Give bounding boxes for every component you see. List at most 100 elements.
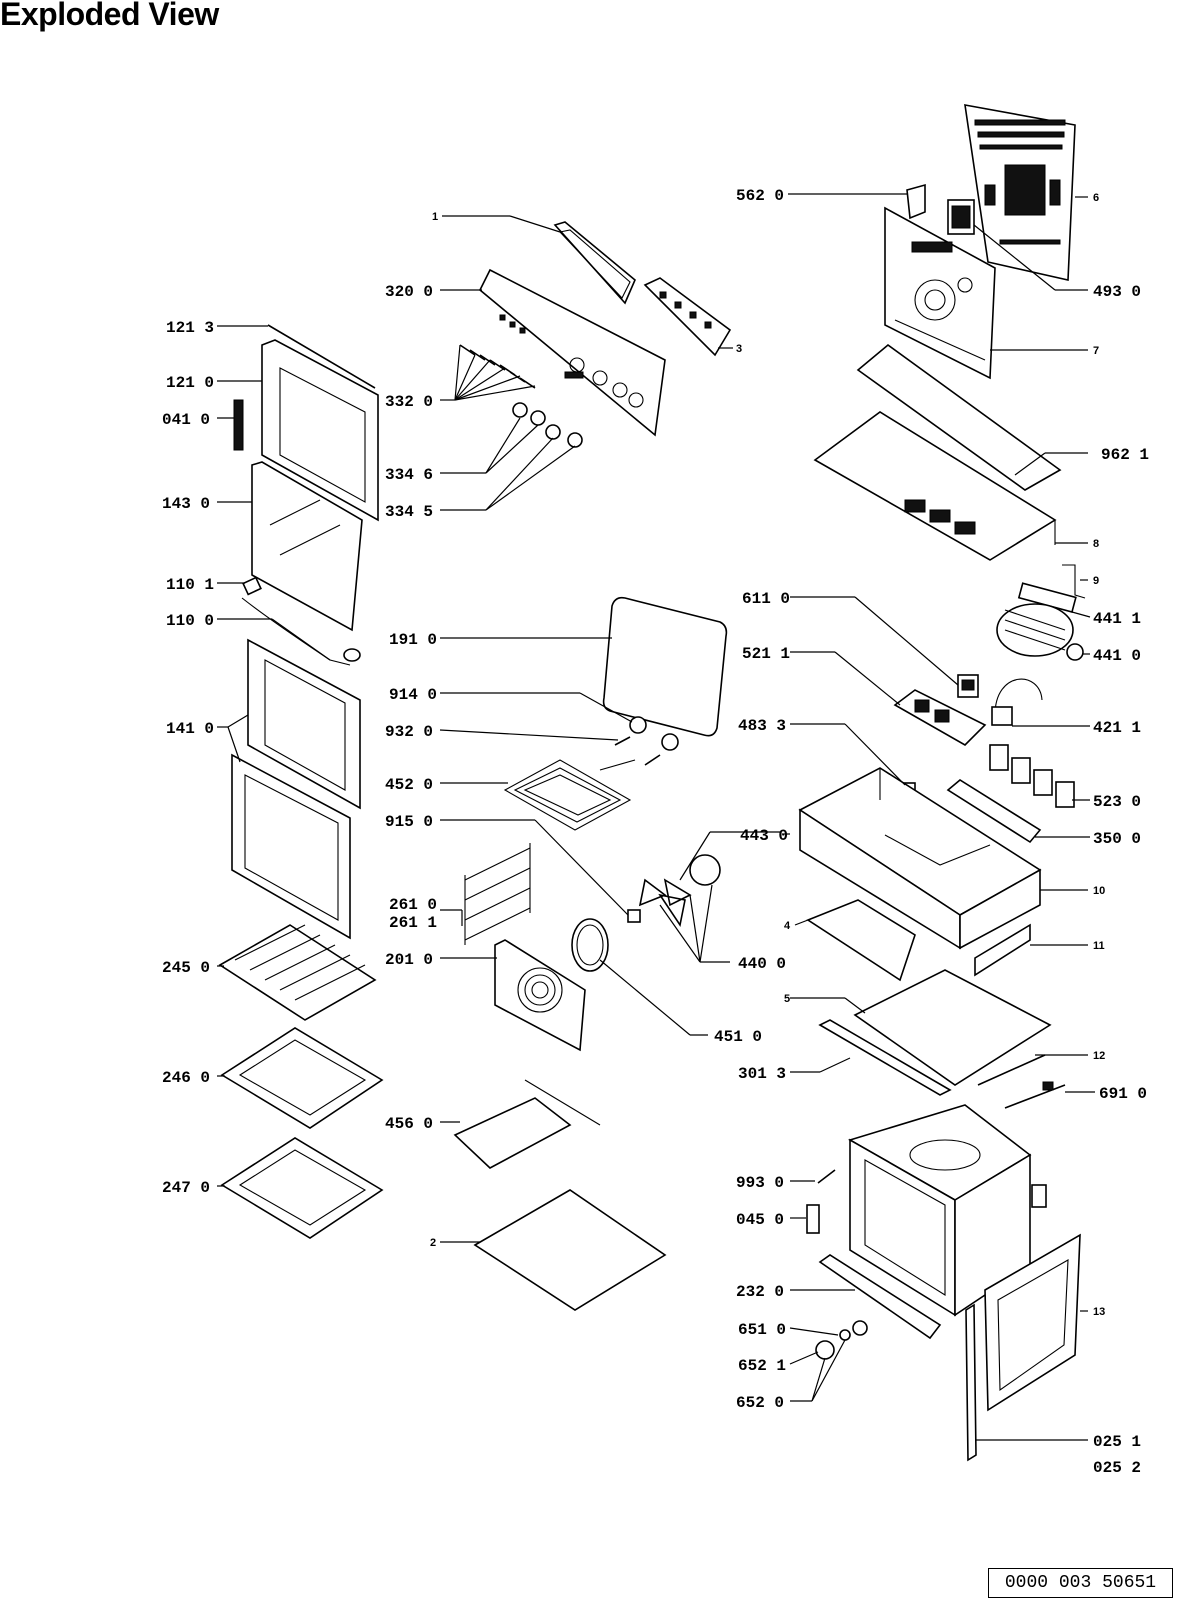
part-hinge-bar-110	[241, 597, 361, 666]
part-hinge-045	[806, 1204, 820, 1234]
label-301-3: 301 3	[738, 1065, 786, 1083]
label-652-0: 652 0	[736, 1394, 784, 1412]
label-12: 12	[1093, 1050, 1105, 1062]
label-320-0: 320 0	[385, 283, 433, 301]
label-11: 11	[1093, 940, 1105, 952]
part-handle-041	[233, 399, 244, 451]
part-labels: 562 0 6 493 0 1 320 0 3 7 121 3 121 0 04…	[162, 187, 1149, 1477]
label-045-0: 045 0	[736, 1211, 784, 1229]
part-inner-glass-143	[251, 461, 363, 632]
part-fan-cover-201	[494, 939, 586, 1052]
label-191-0: 191 0	[389, 631, 437, 649]
label-13: 13	[1093, 1306, 1105, 1318]
label-121-0: 121 0	[166, 374, 214, 392]
label-350-0: 350 0	[1093, 830, 1141, 848]
label-201-0: 201 0	[385, 951, 433, 969]
label-421-1: 421 1	[1093, 719, 1141, 737]
label-914-0: 914 0	[389, 686, 437, 704]
leader-lines	[217, 193, 1095, 1441]
part-wire-rack-245	[218, 924, 377, 1021]
part-plate-5	[853, 969, 1052, 1086]
part-strip-025	[965, 1303, 977, 1462]
label-334-5: 334 5	[385, 503, 433, 521]
label-143-0: 143 0	[162, 495, 210, 513]
part-strip-232	[818, 1254, 942, 1340]
part-box-611	[957, 674, 979, 698]
part-tray-247	[220, 1137, 384, 1239]
label-493-0: 493 0	[1093, 283, 1141, 301]
part-rear-plate	[884, 206, 996, 380]
part-switch-module-3	[643, 277, 732, 357]
part-nuts-914-932	[614, 716, 679, 766]
part-seal-191	[602, 596, 728, 737]
part-knobs-334	[512, 402, 583, 448]
label-452-0: 452 0	[385, 776, 433, 794]
label-025-1: 025 1	[1093, 1433, 1141, 1451]
part-back-panel	[964, 104, 1076, 281]
label-3: 3	[736, 343, 742, 355]
label-6: 6	[1093, 192, 1099, 204]
part-switch-row	[946, 744, 1075, 844]
label-456-0: 456 0	[385, 1115, 433, 1133]
part-trim-121-3	[267, 324, 376, 389]
label-110-1: 110 1	[166, 576, 214, 594]
label-1: 1	[432, 211, 438, 223]
part-fan-443-440	[627, 854, 721, 928]
label-041-0: 041 0	[162, 411, 210, 429]
label-245-0: 245 0	[162, 959, 210, 977]
part-fan-motor	[996, 582, 1084, 661]
part-grill-element	[503, 759, 636, 831]
label-5: 5	[784, 993, 790, 1005]
label-334-6: 334 6	[385, 466, 433, 484]
part-tray-246	[220, 1027, 384, 1129]
part-strip-11	[974, 923, 1031, 977]
part-probe-691	[1004, 1081, 1066, 1109]
label-4: 4	[784, 920, 791, 932]
label-261-1: 261 1	[389, 914, 437, 932]
part-hinge-110-1	[242, 576, 262, 596]
label-441-0: 441 0	[1093, 647, 1141, 665]
label-932-0: 932 0	[385, 723, 433, 741]
part-door-glass-141	[231, 638, 361, 940]
part-bracket-9	[1062, 564, 1086, 599]
label-332-0: 332 0	[385, 393, 433, 411]
label-121-3: 121 3	[166, 319, 214, 337]
label-10: 10	[1093, 885, 1105, 897]
label-611-0: 611 0	[742, 590, 790, 608]
label-451-0: 451 0	[714, 1028, 762, 1046]
part-element-456	[453, 1079, 601, 1169]
part-rail-301	[818, 1019, 952, 1096]
label-443-0: 443 0	[740, 827, 788, 845]
label-8: 8	[1093, 538, 1099, 550]
label-110-0: 110 0	[166, 612, 214, 630]
label-521-1: 521 1	[742, 645, 790, 663]
part-block-493	[947, 199, 975, 235]
part-channel-4	[806, 899, 916, 982]
part-top-cover	[813, 411, 1057, 561]
part-control-panel	[479, 268, 666, 437]
label-915-0: 915 0	[385, 813, 433, 831]
label-232-0: 232 0	[736, 1283, 784, 1301]
label-247-0: 247 0	[162, 1179, 210, 1197]
label-025-2: 025 2	[1093, 1459, 1141, 1477]
part-plate-962	[856, 343, 1062, 491]
label-993-0: 993 0	[736, 1174, 784, 1192]
part-knobs-651-652	[815, 1320, 868, 1360]
label-2: 2	[430, 1237, 436, 1249]
part-cable-421	[991, 678, 1043, 726]
part-door-frame-13	[984, 1233, 1081, 1412]
part-door-frame-121	[261, 339, 379, 522]
label-652-1: 652 1	[738, 1357, 786, 1375]
label-441-1: 441 1	[1093, 610, 1141, 628]
part-bracket-562	[906, 183, 926, 220]
part-bottom-plate-2	[473, 1189, 667, 1311]
label-440-0: 440 0	[738, 955, 786, 973]
page-title: Exploded View	[0, 0, 219, 32]
document-reference: 0000 003 50651	[988, 1568, 1173, 1598]
part-frame	[798, 767, 1042, 950]
part-switch-block	[893, 689, 987, 746]
part-control-label	[553, 221, 636, 305]
label-9: 9	[1093, 575, 1099, 587]
label-246-0: 246 0	[162, 1069, 210, 1087]
